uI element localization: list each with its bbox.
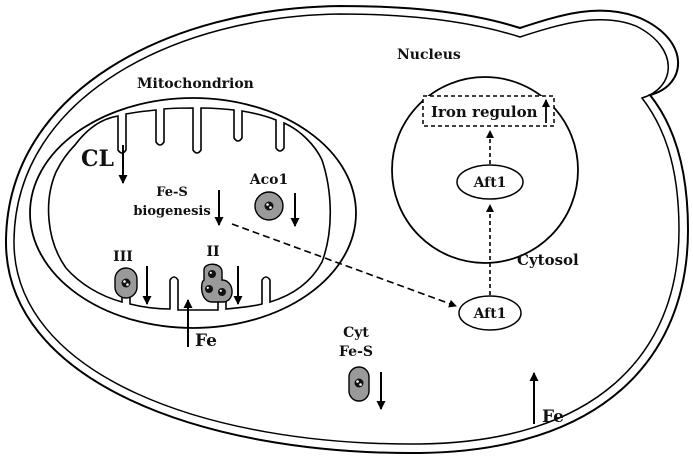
cytosol-label: Cytosol (517, 251, 579, 269)
mitochondrion-label: Mitochondrion (137, 76, 254, 92)
mito-signal-to-aft1-arrow (231, 223, 457, 308)
complex-iii-label: III (113, 249, 133, 265)
aco1-fes-cluster (264, 201, 274, 211)
cyt-fes-cluster (354, 378, 364, 388)
fes-biogenesis-line1: Fe-S (156, 185, 188, 200)
iron-regulon-label: Iron regulon (431, 103, 538, 121)
aft1-nuclear-oval (456, 164, 524, 200)
mitochondrion-outer-membrane (29, 97, 357, 329)
fe-cell-label: Fe (542, 407, 564, 427)
aft1-cytosolic-label: Aft1 (473, 306, 507, 322)
complex-ii-fes-cluster-1 (208, 270, 216, 278)
aft1-nuclear-label: Aft1 (473, 175, 507, 191)
nucleus-label: Nucleus (397, 47, 461, 63)
iron-regulon-box (422, 95, 555, 127)
complex-ii-fes-cluster-2 (205, 285, 213, 293)
fes-biogenesis-line2: biogenesis (133, 204, 210, 219)
cell-wall (4, 4, 690, 455)
complex-ii-fes-cluster-3 (218, 288, 226, 296)
fe-mito-label: Fe (195, 331, 217, 351)
cyt-fes-line1: Cyt (343, 325, 369, 341)
cyt-fes-line2: Fe-S (339, 344, 373, 360)
complex-iii-fes-cluster (121, 278, 131, 288)
aft1-cytosolic-oval (458, 295, 522, 331)
complex-ii-label: II (206, 244, 219, 260)
cl-label: CL (81, 146, 114, 172)
aco1-label: Aco1 (249, 172, 288, 188)
